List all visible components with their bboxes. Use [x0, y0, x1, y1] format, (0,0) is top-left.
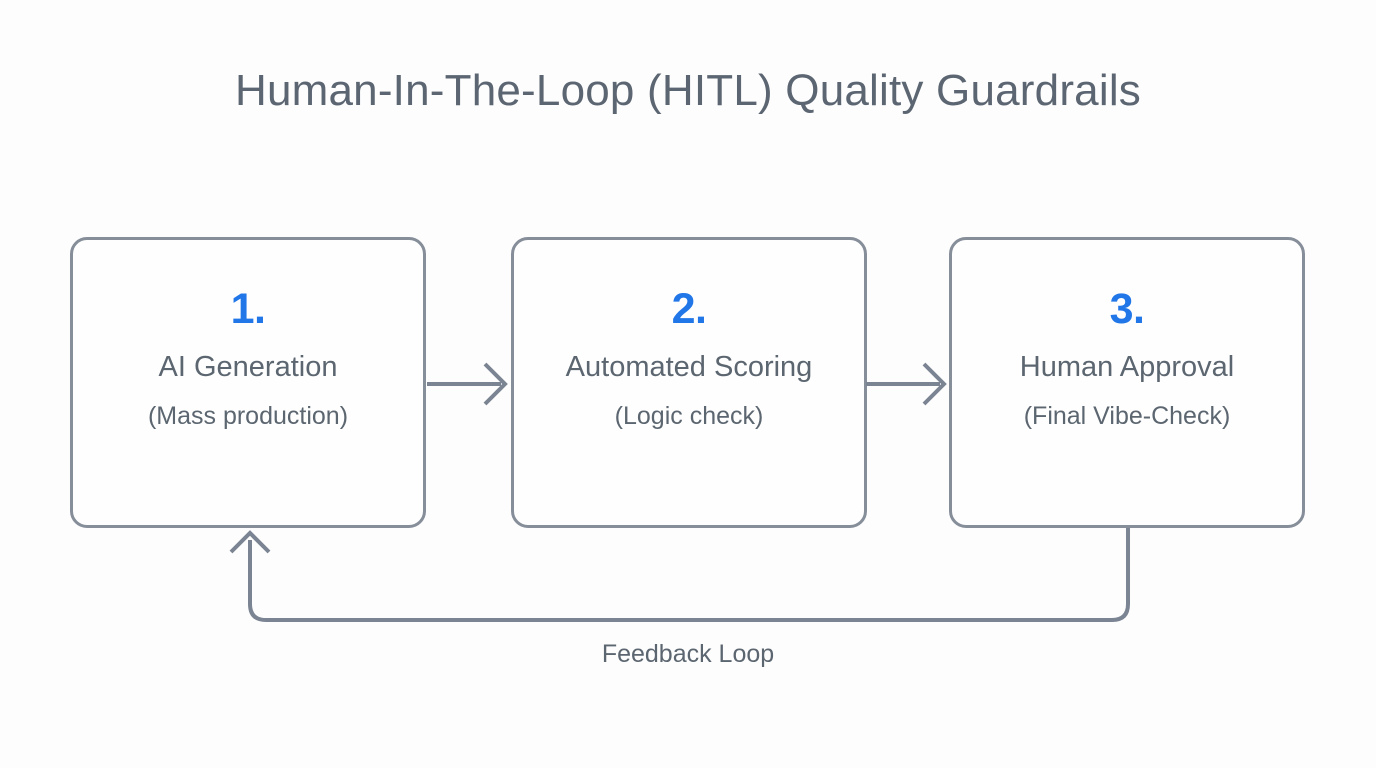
stage-subtitle: (Final Vibe-Check) — [1023, 402, 1231, 430]
stage-subtitle: (Mass production) — [147, 402, 349, 430]
stage-number: 3. — [1109, 285, 1145, 333]
stage-subtitle: (Logic check) — [614, 402, 764, 430]
feedback-loop-label: Feedback Loop — [601, 640, 775, 668]
arrow-right-icon — [425, 358, 515, 410]
stage-title: Human Approval — [1019, 351, 1235, 383]
stage-title: AI Generation — [158, 351, 338, 383]
stage-box-human-approval[interactable]: 3. Human Approval (Final Vibe-Check) — [949, 237, 1305, 528]
stage-box-ai-generation[interactable]: 1. AI Generation (Mass production) — [70, 237, 426, 528]
stage-number: 1. — [230, 285, 266, 333]
stage-number: 2. — [671, 285, 707, 333]
page-title: Human-In-The-Loop (HITL) Quality Guardra… — [234, 66, 1142, 115]
feedback-loop-connector — [229, 528, 1130, 622]
stage-title: Automated Scoring — [565, 351, 813, 383]
arrow-right-icon — [864, 358, 954, 410]
stage-box-automated-scoring[interactable]: 2. Automated Scoring (Logic check) — [511, 237, 867, 528]
